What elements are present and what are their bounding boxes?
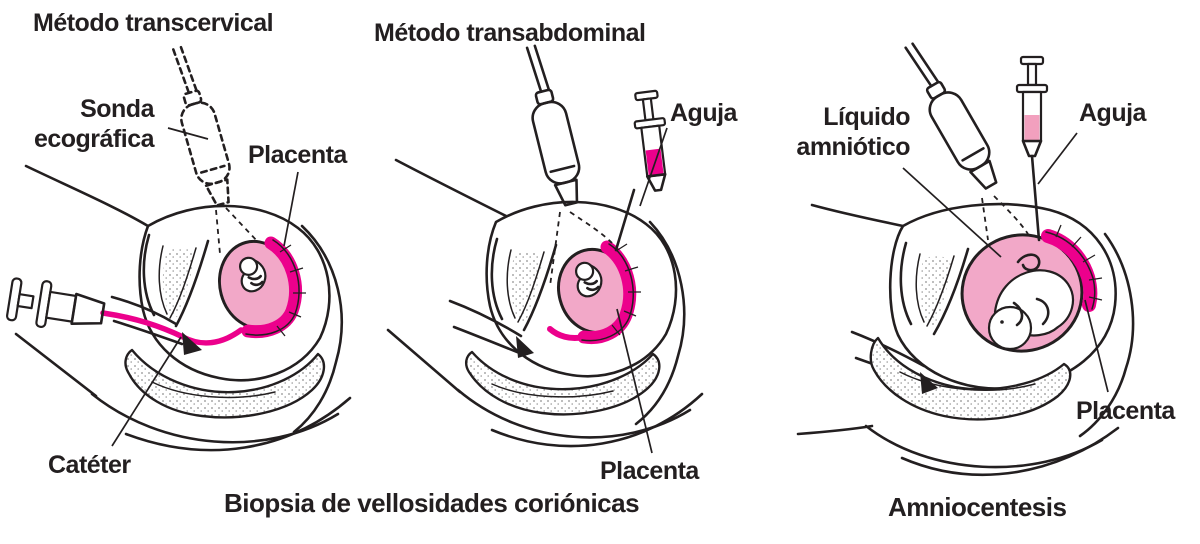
bowel-fold: [151, 381, 276, 399]
bowel: [464, 350, 661, 416]
amniotic-fluid-label: Líquido amniótico: [796, 103, 910, 161]
syringe: [5, 277, 106, 329]
placenta-label-fig1: Placenta: [248, 141, 347, 169]
probe-label: Sonda ecográfica: [33, 95, 155, 153]
ultrasound-beam: [981, 195, 1029, 241]
ultrasound-probe: [893, 35, 1008, 196]
leader-lines: [111, 127, 299, 447]
figure-transabdominal: [386, 41, 704, 454]
catheter-label: Catéter: [48, 451, 131, 479]
body-outline-right: [634, 220, 686, 426]
figure-amniocentesis: [796, 35, 1135, 476]
placenta-label-fig3: Placenta: [1076, 397, 1175, 425]
cervix-shadow: [182, 332, 202, 355]
bowel-fold: [491, 383, 614, 398]
ultrasound-probe: [514, 41, 589, 210]
leader-lines: [902, 132, 1109, 393]
syringe: [1015, 55, 1049, 158]
caption-cvs: Biopsia de vellosidades coriónicas: [224, 488, 640, 518]
ultrasound-beam: [215, 207, 259, 255]
cervix-canal: [448, 237, 558, 356]
figure-transcervical: [5, 42, 352, 452]
buttock-outline: [90, 392, 352, 452]
needle-label-fig2: Aguja: [670, 99, 737, 127]
caption-amniocentesis: Amniocentesis: [888, 492, 1067, 522]
body-outline: [386, 158, 516, 394]
needle: [1030, 154, 1041, 242]
placenta-shape: [1041, 224, 1103, 312]
cervix-shadow: [516, 336, 534, 358]
bowel: [869, 336, 1072, 421]
syringe: [629, 88, 675, 194]
figure1-title: Método transcervical: [33, 9, 274, 37]
bowel-fold: [899, 371, 1036, 391]
placenta-shape: [547, 240, 641, 345]
cervix-canal: [110, 233, 210, 346]
buttock-outline: [864, 424, 1120, 476]
placenta-shape: [241, 236, 306, 339]
ultrasound-beam: [549, 211, 613, 287]
cervix-shadow: [920, 372, 938, 394]
ultrasound-probe: [160, 42, 241, 210]
leader-lines: [616, 127, 668, 454]
body-outline: [14, 164, 150, 398]
placenta-label-fig2: Placenta: [600, 457, 699, 485]
cervix-canal: [850, 241, 970, 386]
body-outline-right: [292, 224, 343, 434]
body-outline: [796, 203, 905, 436]
fetus: [987, 253, 1075, 351]
body-outline-right: [1078, 232, 1135, 438]
bowel: [124, 348, 326, 419]
figure2-title: Método transabdominal: [374, 19, 646, 47]
umbilical-cord: [1016, 253, 1041, 272]
needle-label-fig3: Aguja: [1079, 99, 1146, 127]
needle: [614, 188, 636, 252]
buttock-outline: [456, 388, 704, 448]
